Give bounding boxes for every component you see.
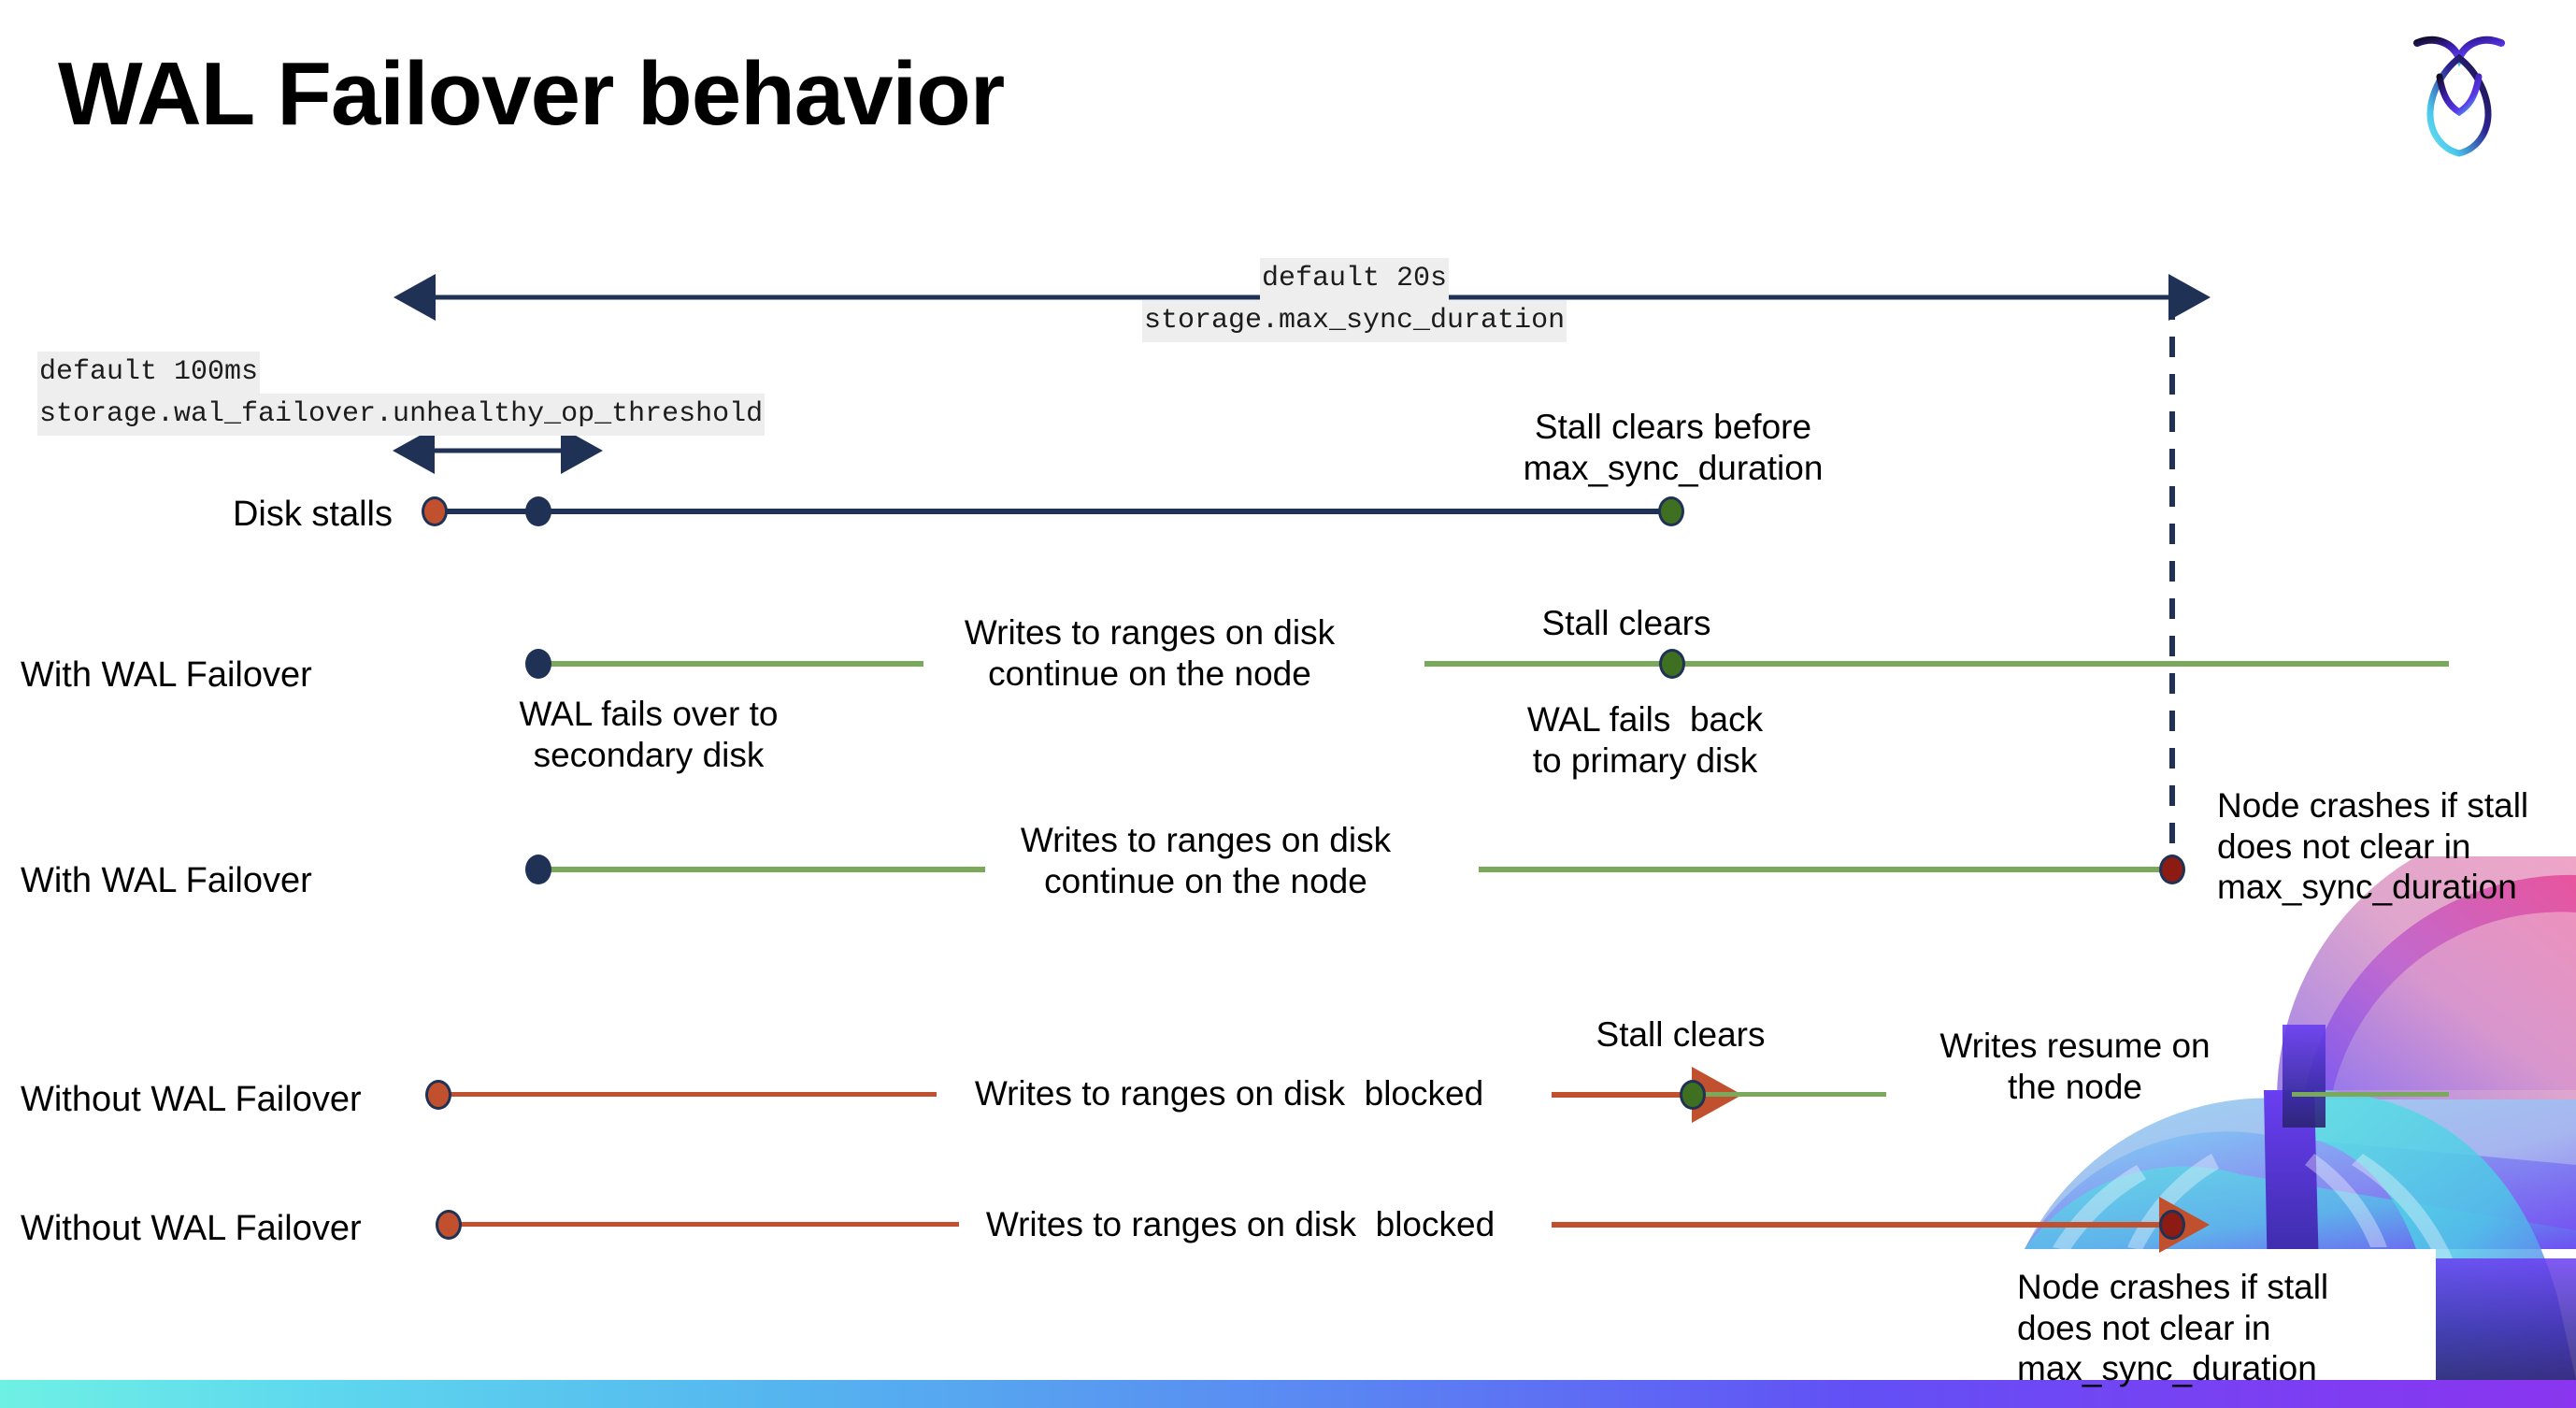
row-label-disk-stalls: Disk stalls <box>232 495 393 534</box>
dot-stall-clears-disk <box>1658 496 1684 526</box>
dot-node-crash-without <box>2159 1210 2185 1240</box>
row-label-without-wal-failover-2: Without WAL Failover <box>21 1209 362 1248</box>
timeline-wal-failover-2-left <box>542 867 985 872</box>
note-stall-clears-2: Stall clears <box>1596 1015 1766 1054</box>
dot-wal-fails-over-2 <box>525 855 551 884</box>
timeline-wal-failover-1-right <box>1424 661 2449 667</box>
timeline-without-wal-1-green-2 <box>2292 1092 2449 1097</box>
unhealthy-op-threshold-annotation: default 100ms storage.wal_failover.unhea… <box>37 352 766 436</box>
note-wal-fails-back: WAL fails back to primary disk <box>1526 700 1764 780</box>
timeline-without-wal-1-red <box>449 1092 937 1097</box>
unhealthy-op-setting-name: storage.wal_failover.unhealthy_op_thresh… <box>37 394 766 436</box>
dot-stall-start-without-2 <box>436 1210 462 1240</box>
row-label-with-wal-failover-2: With WAL Failover <box>21 861 312 900</box>
page-title: WAL Failover behavior <box>58 44 1005 144</box>
max-sync-default-text: default 20s <box>1260 258 1450 300</box>
dot-stall-clears-without-1 <box>1680 1080 1706 1110</box>
footer-gradient-bar <box>0 1380 2576 1408</box>
timeline-without-wal-2-red <box>460 1222 959 1227</box>
dot-node-crash-wal <box>2159 855 2185 884</box>
timeline-without-wal-1-green <box>1703 1092 1886 1097</box>
note-writes-continue-1: Writes to ranges on disk continue on the… <box>964 613 1336 693</box>
note-stall-clears-1: Stall clears <box>1541 604 1711 642</box>
note-writes-continue-2: Writes to ranges on disk continue on the… <box>1020 821 1392 900</box>
note-node-crashes-2: Node crashes if stall does not clear in … <box>2017 1268 2329 1388</box>
max-sync-setting-name: storage.max_sync_duration <box>1142 300 1567 342</box>
note-writes-blocked-2: Writes to ranges on disk blocked <box>985 1205 1496 1243</box>
note-wal-fails-over-secondary: WAL fails over to secondary disk <box>519 695 779 774</box>
dot-stall-start-disk <box>422 496 448 526</box>
timeline-wal-failover-2-right <box>1479 867 2172 872</box>
note-writes-resume: Writes resume on the node <box>1939 1027 2211 1106</box>
timeline-disk-stalls <box>439 509 1673 514</box>
dot-stall-clears-wal-1 <box>1659 649 1685 679</box>
logo-svg <box>2413 36 2505 157</box>
dot-wal-fails-over <box>525 649 551 679</box>
note-writes-blocked-1: Writes to ranges on disk blocked <box>974 1074 1484 1113</box>
unhealthy-op-default-text: default 100ms <box>37 352 261 394</box>
note-stall-clears-before: Stall clears before max_sync_duration <box>1523 408 1824 487</box>
dot-stall-start-without-1 <box>425 1080 451 1110</box>
row-label-with-wal-failover-1: With WAL Failover <box>21 655 312 695</box>
row-label-without-wal-failover-1: Without WAL Failover <box>21 1080 362 1119</box>
cockroachdb-logo-icon <box>2398 21 2520 161</box>
max-sync-duration-annotation: default 20s storage.max_sync_duration <box>1142 258 1567 342</box>
dot-failover-trigger-disk <box>525 496 551 526</box>
note-node-crashes-1: Node crashes if stall does not clear in … <box>2217 786 2529 907</box>
timeline-wal-failover-1-left <box>542 661 923 667</box>
